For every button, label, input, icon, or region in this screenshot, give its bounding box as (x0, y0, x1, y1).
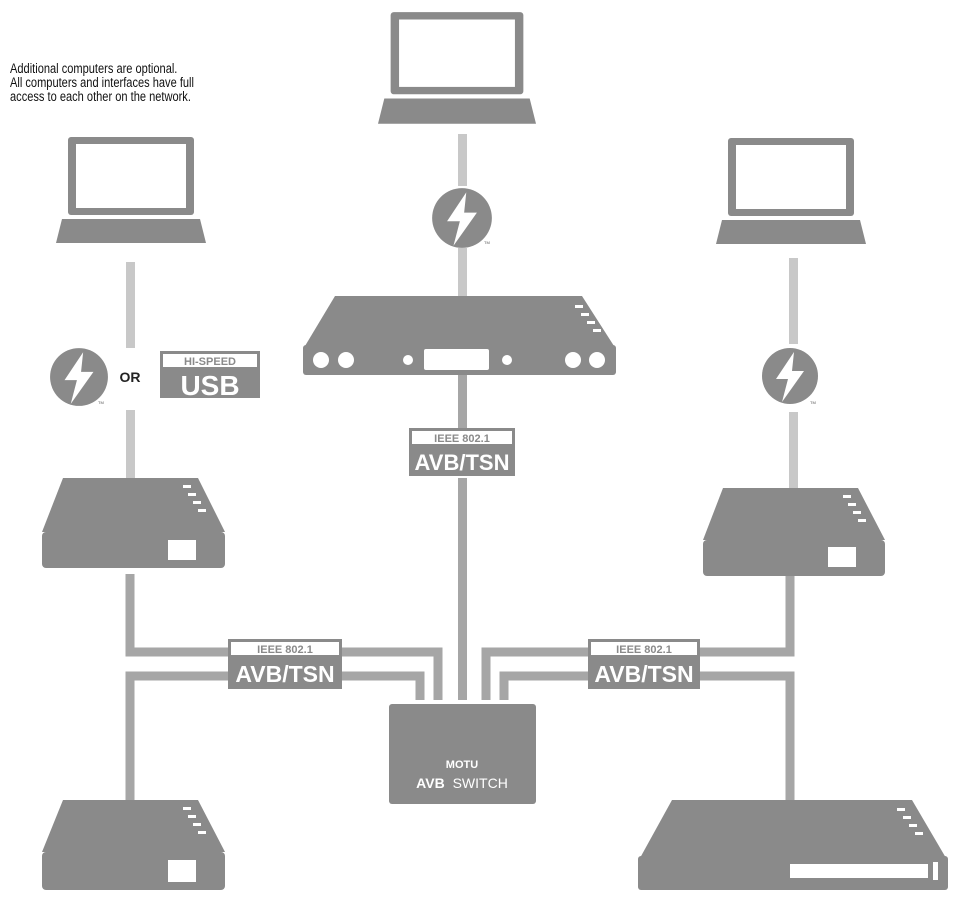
note-line-1: Additional computers are optional. (10, 61, 178, 76)
interface-center-rack (303, 296, 616, 375)
note-line-2: All computers and interfaces have full (10, 75, 194, 90)
avb-badge-top: IEEE 802.1 (616, 644, 672, 656)
cables (125, 134, 798, 812)
avb-badge-main: AVB/TSN (235, 661, 334, 687)
cable-left-laptop-to-bolt (126, 262, 135, 348)
avb-badge-main: AVB/TSN (594, 661, 693, 687)
switch-word: SWITCH (453, 775, 508, 791)
avb-badge-left: IEEE 802.1 AVB/TSN (228, 639, 342, 689)
usb-badge-top: HI-SPEED (184, 356, 236, 368)
laptop-left (56, 137, 206, 243)
usb-badge: HI-SPEED USB (160, 351, 260, 401)
switch-brand: MOTU (446, 759, 478, 771)
interface-left (42, 478, 225, 568)
cable-left-bolt-to-interface (126, 410, 135, 478)
avb-switch: MOTU AVB SWITCH (389, 704, 536, 804)
cable-right-laptop-to-bolt (789, 258, 798, 344)
tm-mark: TM (484, 240, 490, 245)
thunderbolt-icon-right: TM (762, 348, 818, 405)
interface-bottom-left (42, 800, 225, 890)
cable-center-badge-to-switch (458, 478, 467, 700)
cable-center-bolt-to-interface (458, 248, 467, 296)
interface-bottom-right-rack (638, 800, 948, 890)
cable-right-bolt-to-interface (789, 412, 798, 488)
avb-badge-top: IEEE 802.1 (434, 433, 490, 445)
interface-right (703, 488, 885, 576)
switch-avb: AVB (416, 775, 445, 791)
cable-center-interface-to-badge (458, 374, 467, 428)
optional-computers-note: Additional computers are optional. All c… (10, 62, 215, 104)
thunderbolt-icon-left: TM (50, 348, 108, 406)
tm-mark: TM (98, 400, 104, 405)
laptop-center (378, 12, 536, 124)
avb-badge-center: IEEE 802.1 AVB/TSN (409, 428, 515, 476)
avb-badge-main: AVB/TSN (415, 450, 510, 475)
switch-label: AVB SWITCH (416, 775, 508, 791)
thunderbolt-icon-center: TM (432, 188, 492, 248)
avb-badge-top: IEEE 802.1 (257, 644, 313, 656)
usb-badge-main: USB (180, 370, 239, 401)
tm-mark: TM (810, 400, 816, 405)
avb-badge-right: IEEE 802.1 AVB/TSN (588, 639, 700, 689)
cable-center-laptop-to-bolt (458, 134, 467, 186)
laptop-right (716, 138, 866, 244)
connector-or-label: OR (120, 369, 141, 385)
note-line-3: access to each other on the network. (10, 89, 191, 104)
